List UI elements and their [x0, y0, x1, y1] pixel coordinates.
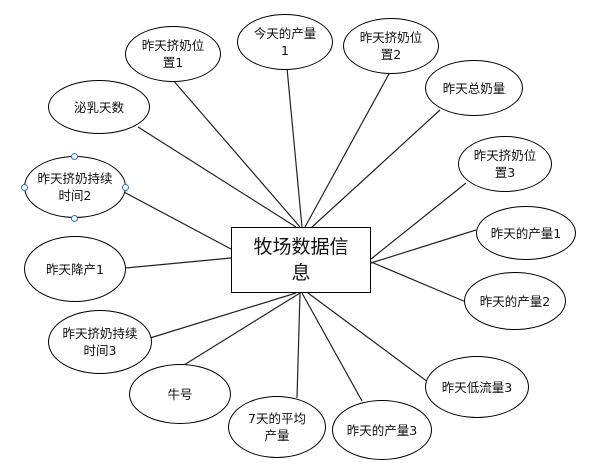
- node-label: 昨天的产量1: [490, 225, 562, 241]
- node-yesterday-yield-2[interactable]: 昨天的产量2: [464, 272, 566, 330]
- node-label: 牛号: [167, 386, 193, 402]
- connector-line: [171, 78, 301, 228]
- connector-line: [121, 190, 232, 250]
- node-label: 昨天的产量3: [346, 422, 418, 438]
- node-label: 昨天挤奶位 置2: [359, 30, 423, 62]
- connector-line: [149, 292, 297, 339]
- node-label: 昨天挤奶持续 时间3: [62, 326, 138, 358]
- connector-line: [183, 292, 301, 366]
- node-cow-number[interactable]: 牛号: [129, 364, 231, 424]
- selection-handle-left[interactable]: [21, 184, 28, 191]
- connector-line: [370, 229, 477, 264]
- node-label: 昨天降产1: [46, 261, 104, 277]
- node-label: 今天的产量 1: [253, 26, 317, 58]
- node-label: 昨天的产量2: [479, 293, 551, 309]
- node-label: 昨天挤奶位 置1: [141, 38, 205, 70]
- node-yesterday-milking-position-1[interactable]: 昨天挤奶位 置1: [125, 26, 221, 82]
- connector-line: [370, 182, 467, 260]
- connector-line: [125, 257, 232, 269]
- node-yesterday-yield-3[interactable]: 昨天的产量3: [332, 400, 432, 460]
- center-node-label: 牧场数据信 息: [253, 236, 349, 284]
- node-yesterday-milking-duration-3[interactable]: 昨天挤奶持续 时间3: [48, 310, 152, 374]
- node-yesterday-low-flow-3[interactable]: 昨天低流量3: [425, 356, 529, 418]
- connector-line: [311, 109, 441, 228]
- node-yesterday-yield-drop-1[interactable]: 昨天降产1: [24, 236, 126, 302]
- node-yesterday-milking-duration-2[interactable]: 昨天挤奶持续 时间2: [24, 156, 126, 218]
- connector-line: [370, 261, 467, 303]
- node-label: 昨天挤奶持续 时间2: [37, 171, 113, 203]
- connector-line: [304, 71, 391, 228]
- connector-line: [307, 292, 433, 386]
- connector-line: [296, 292, 301, 399]
- node-label: 泌乳天数: [73, 99, 124, 115]
- connector-line: [286, 67, 303, 228]
- node-label: 昨天低流量3: [441, 379, 513, 395]
- node-yesterday-milking-position-2[interactable]: 昨天挤奶位 置2: [343, 18, 439, 74]
- connector-line: [137, 126, 297, 228]
- node-yesterday-yield-1[interactable]: 昨天的产量1: [476, 206, 576, 260]
- selection-handle-right[interactable]: [122, 184, 129, 191]
- connector-line: [301, 292, 363, 402]
- node-label: 昨天总奶量: [442, 80, 506, 96]
- node-label: 7天的平均 产量: [248, 411, 306, 443]
- selection-handle-bottom[interactable]: [71, 215, 78, 222]
- center-node[interactable]: 牧场数据信 息: [231, 227, 371, 293]
- node-today-yield-1[interactable]: 今天的产量 1: [237, 14, 333, 70]
- selection-handle-top[interactable]: [71, 153, 78, 160]
- node-yesterday-milking-position-3[interactable]: 昨天挤奶位 置3: [458, 136, 552, 192]
- node-yesterday-total-milk[interactable]: 昨天总奶量: [425, 60, 523, 116]
- node-lactation-days[interactable]: 泌乳天数: [48, 80, 150, 134]
- node-label: 昨天挤奶位 置3: [473, 148, 537, 180]
- node-7-day-average-yield[interactable]: 7天的平均 产量: [228, 396, 326, 458]
